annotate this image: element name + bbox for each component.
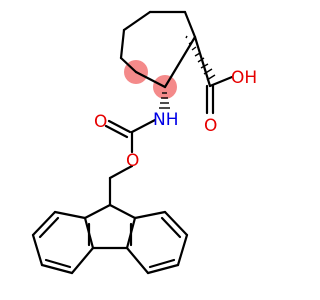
structure-svg: OH O NH O O <box>31 10 257 275</box>
atom-label-acid-carbonyl-o: O <box>204 116 217 136</box>
atom-label-nh: NH <box>153 110 179 130</box>
fluorene-five-ring <box>83 203 137 250</box>
bond-n-c <box>130 118 157 134</box>
atom-label-oh: OH <box>231 68 257 88</box>
hashed-wedge-c1 <box>159 92 170 109</box>
bond-c-oh <box>208 75 234 88</box>
bond-o-ch2 <box>108 164 134 180</box>
bond-carbamate-double-b <box>104 124 129 139</box>
fluorene-left-benzene <box>31 210 95 275</box>
cycloheptane-ring <box>119 10 197 89</box>
atom-label-carbamate-carbonyl-o: O <box>94 112 107 132</box>
bond-c2-carboxyl <box>193 35 212 88</box>
atom-label-ester-o: O <box>126 151 139 171</box>
fluorene-right-benzene <box>125 210 189 275</box>
molecule-canvas: OH O NH O O <box>31 10 257 275</box>
bond-carbamate-double-a <box>107 119 132 134</box>
